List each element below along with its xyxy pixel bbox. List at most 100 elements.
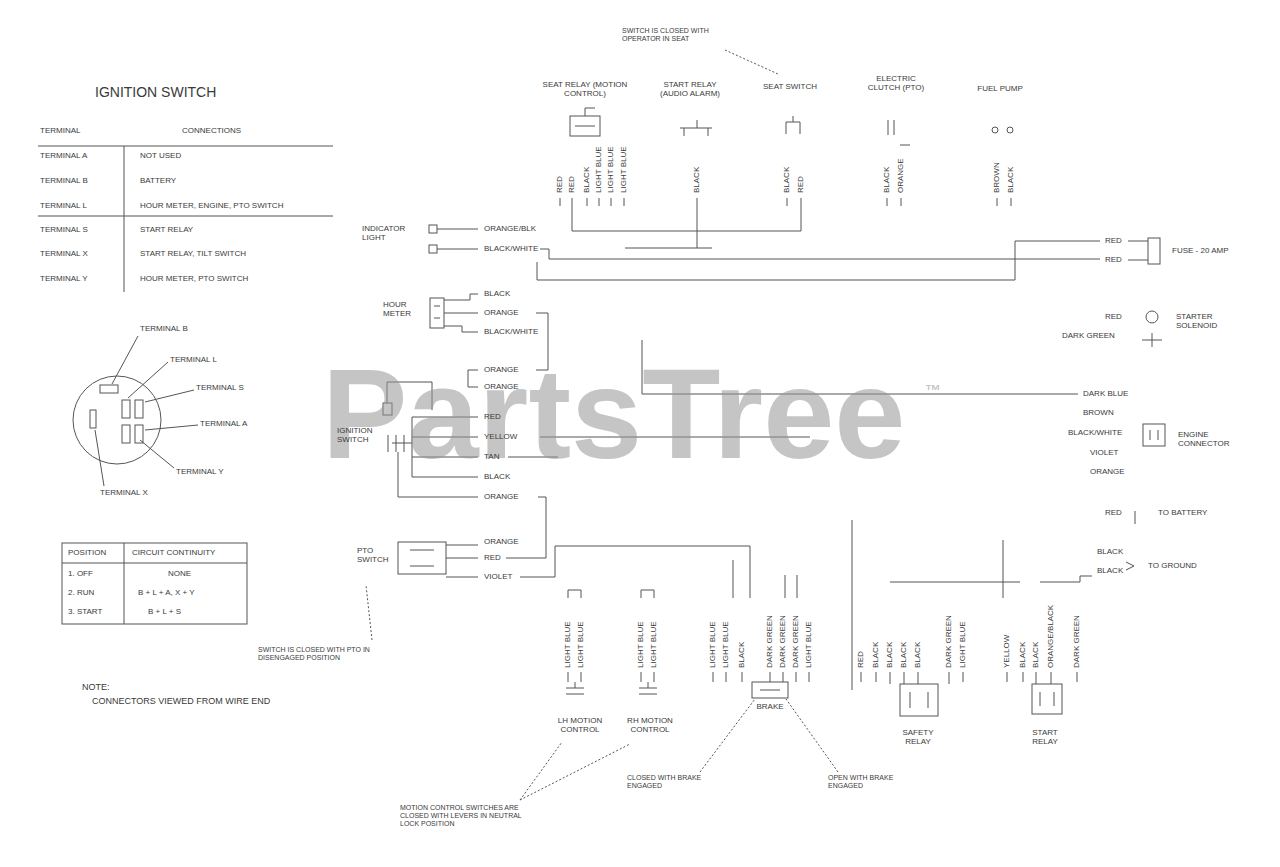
wire-color-label: LIGHT BLUE xyxy=(636,621,645,668)
wire-color-label: LIGHT BLUE xyxy=(708,621,717,668)
wire-color-label: RED xyxy=(1105,312,1122,321)
switch-symbol xyxy=(398,542,446,574)
wire-color-label: RED xyxy=(484,553,501,562)
wire-color-label: BLACK xyxy=(913,642,922,668)
wire-color-label: LIGHT BLUE xyxy=(576,621,585,668)
wire-color-label: BLACK xyxy=(1031,642,1040,668)
wire-color-label: RED xyxy=(796,176,805,193)
note-text: OPEN WITH BRAKE ENGAGED xyxy=(828,774,908,790)
wire-color-label: ORANGE xyxy=(1090,467,1125,476)
table-cell: BATTERY xyxy=(140,176,176,185)
wire-color-label: BLACK xyxy=(737,642,746,668)
wire-color-label: YELLOW xyxy=(1002,635,1011,668)
component-label: SAFETY RELAY xyxy=(892,728,944,746)
wire xyxy=(437,229,1100,280)
note-text: CLOSED WITH BRAKE ENGAGED xyxy=(627,774,707,790)
table-cell: HOUR METER, ENGINE, PTO SWITCH xyxy=(140,201,283,210)
solenoid-symbol xyxy=(1142,333,1162,347)
fuse-symbol xyxy=(1148,238,1160,264)
component-label: FUEL PUMP xyxy=(970,84,1030,93)
switch-symbol xyxy=(566,682,657,694)
wire-color-label: BROWN xyxy=(1083,408,1114,417)
table-cell: 2. RUN xyxy=(68,588,94,597)
relay-symbol xyxy=(1040,692,1054,706)
table-cell: 3. START xyxy=(68,607,102,616)
wire-color-label: YELLOW xyxy=(484,432,517,441)
watermark: PartsTree xyxy=(322,350,906,478)
note-text: SWITCH IS CLOSED WITH OPERATOR IN SEAT xyxy=(622,27,742,43)
pump-terminal xyxy=(992,127,998,133)
wire-color-label: ORANGE xyxy=(484,382,519,391)
component-label: INDICATOR LIGHT xyxy=(362,224,420,242)
wire-color-label: LIGHT BLUE xyxy=(594,146,603,193)
wire-color-label: ORANGE xyxy=(484,308,519,317)
relay-symbol xyxy=(1032,684,1062,714)
wire-color-label: BLACK xyxy=(1097,547,1123,556)
ground-arrow xyxy=(1126,562,1134,570)
component-label: FUSE - 20 AMP xyxy=(1172,246,1228,255)
wire-color-label: BLACK xyxy=(899,642,908,668)
component-label: SEAT RELAY (MOTION CONTROL) xyxy=(540,80,630,98)
component-label: START RELAY (AUDIO ALARM) xyxy=(650,80,730,98)
terminal-symbol xyxy=(100,385,118,393)
clutch-symbol xyxy=(888,120,910,145)
connector-symbol xyxy=(1150,430,1158,440)
wire-color-label: LIGHT BLUE xyxy=(619,146,628,193)
relay-symbol xyxy=(575,108,595,126)
wire-color-label: VIOLET xyxy=(1090,448,1118,457)
wire-color-label: ORANGE xyxy=(484,492,519,501)
terminal-symbol xyxy=(122,425,130,443)
component-label: SEAT SWITCH xyxy=(755,82,825,91)
wire-color-label: LIGHT BLUE xyxy=(804,621,813,668)
wire-color-label: TAN xyxy=(484,452,499,461)
watermark: ™ xyxy=(925,383,941,399)
component-label: LH MOTION CONTROL xyxy=(549,716,611,734)
wire-color-label: RED xyxy=(1105,236,1122,245)
wire-color-label: DARK GREEN xyxy=(944,615,953,668)
wire-color-label: DARK GREEN xyxy=(791,615,800,668)
relay-symbol xyxy=(910,692,928,708)
leader-line xyxy=(725,50,778,74)
table-cell: B + L + S xyxy=(148,607,181,616)
terminal-symbol xyxy=(135,400,143,418)
connector-symbol xyxy=(1143,424,1165,446)
wire-color-label: BLACK xyxy=(1018,642,1027,668)
table-cell: CIRCUIT CONTINUITY xyxy=(132,548,215,557)
relay-symbol xyxy=(680,120,712,136)
wire-color-label: BLACK/WHITE xyxy=(484,327,538,336)
wire-color-label: BLACK xyxy=(1097,566,1123,575)
table-rule xyxy=(38,146,333,292)
table-cell: NONE xyxy=(168,569,191,578)
table-heading: IGNITION SWITCH xyxy=(95,84,216,100)
terminal-label: TERMINAL Y xyxy=(176,467,224,476)
table-cell: TERMINAL B xyxy=(40,176,88,185)
wire xyxy=(446,545,750,598)
component-label: ENGINE CONNECTOR xyxy=(1178,430,1238,448)
terminal-symbol xyxy=(135,425,143,443)
component-label: ELECTRIC CLUTCH (PTO) xyxy=(866,74,926,92)
wire-color-label: BLACK xyxy=(1006,167,1015,193)
note-text: MOTION CONTROL SWITCHES ARE CLOSED WITH … xyxy=(400,804,525,828)
wire xyxy=(560,198,1011,248)
wire-color-label: RED xyxy=(567,176,576,193)
battery-symbol xyxy=(1135,511,1136,524)
table-cell: TERMINAL L xyxy=(40,201,87,210)
wire-color-label: BLACK xyxy=(882,167,891,193)
component-label: BRAKE xyxy=(750,702,790,711)
lamp-symbol xyxy=(429,245,437,253)
wire-color-label: BLACK xyxy=(484,472,510,481)
terminal-label: TERMINAL S xyxy=(196,383,244,392)
wire-color-label: BLACK xyxy=(484,289,510,298)
lamp-symbol xyxy=(429,225,437,233)
wire-color-label: LIGHT BLUE xyxy=(649,621,658,668)
wire-color-label: ORANGE xyxy=(484,365,519,374)
component-label: HOUR METER xyxy=(383,300,425,318)
wire-color-label: BROWN xyxy=(992,162,1001,193)
table-cell: TERMINAL S xyxy=(40,225,88,234)
wire-color-label: ORANGE xyxy=(484,537,519,546)
leader-line xyxy=(366,585,372,640)
component-label: STARTER SOLENOID xyxy=(1176,312,1238,330)
brake-switch-symbol xyxy=(752,682,788,698)
wire-color-label: BLACK xyxy=(885,642,894,668)
